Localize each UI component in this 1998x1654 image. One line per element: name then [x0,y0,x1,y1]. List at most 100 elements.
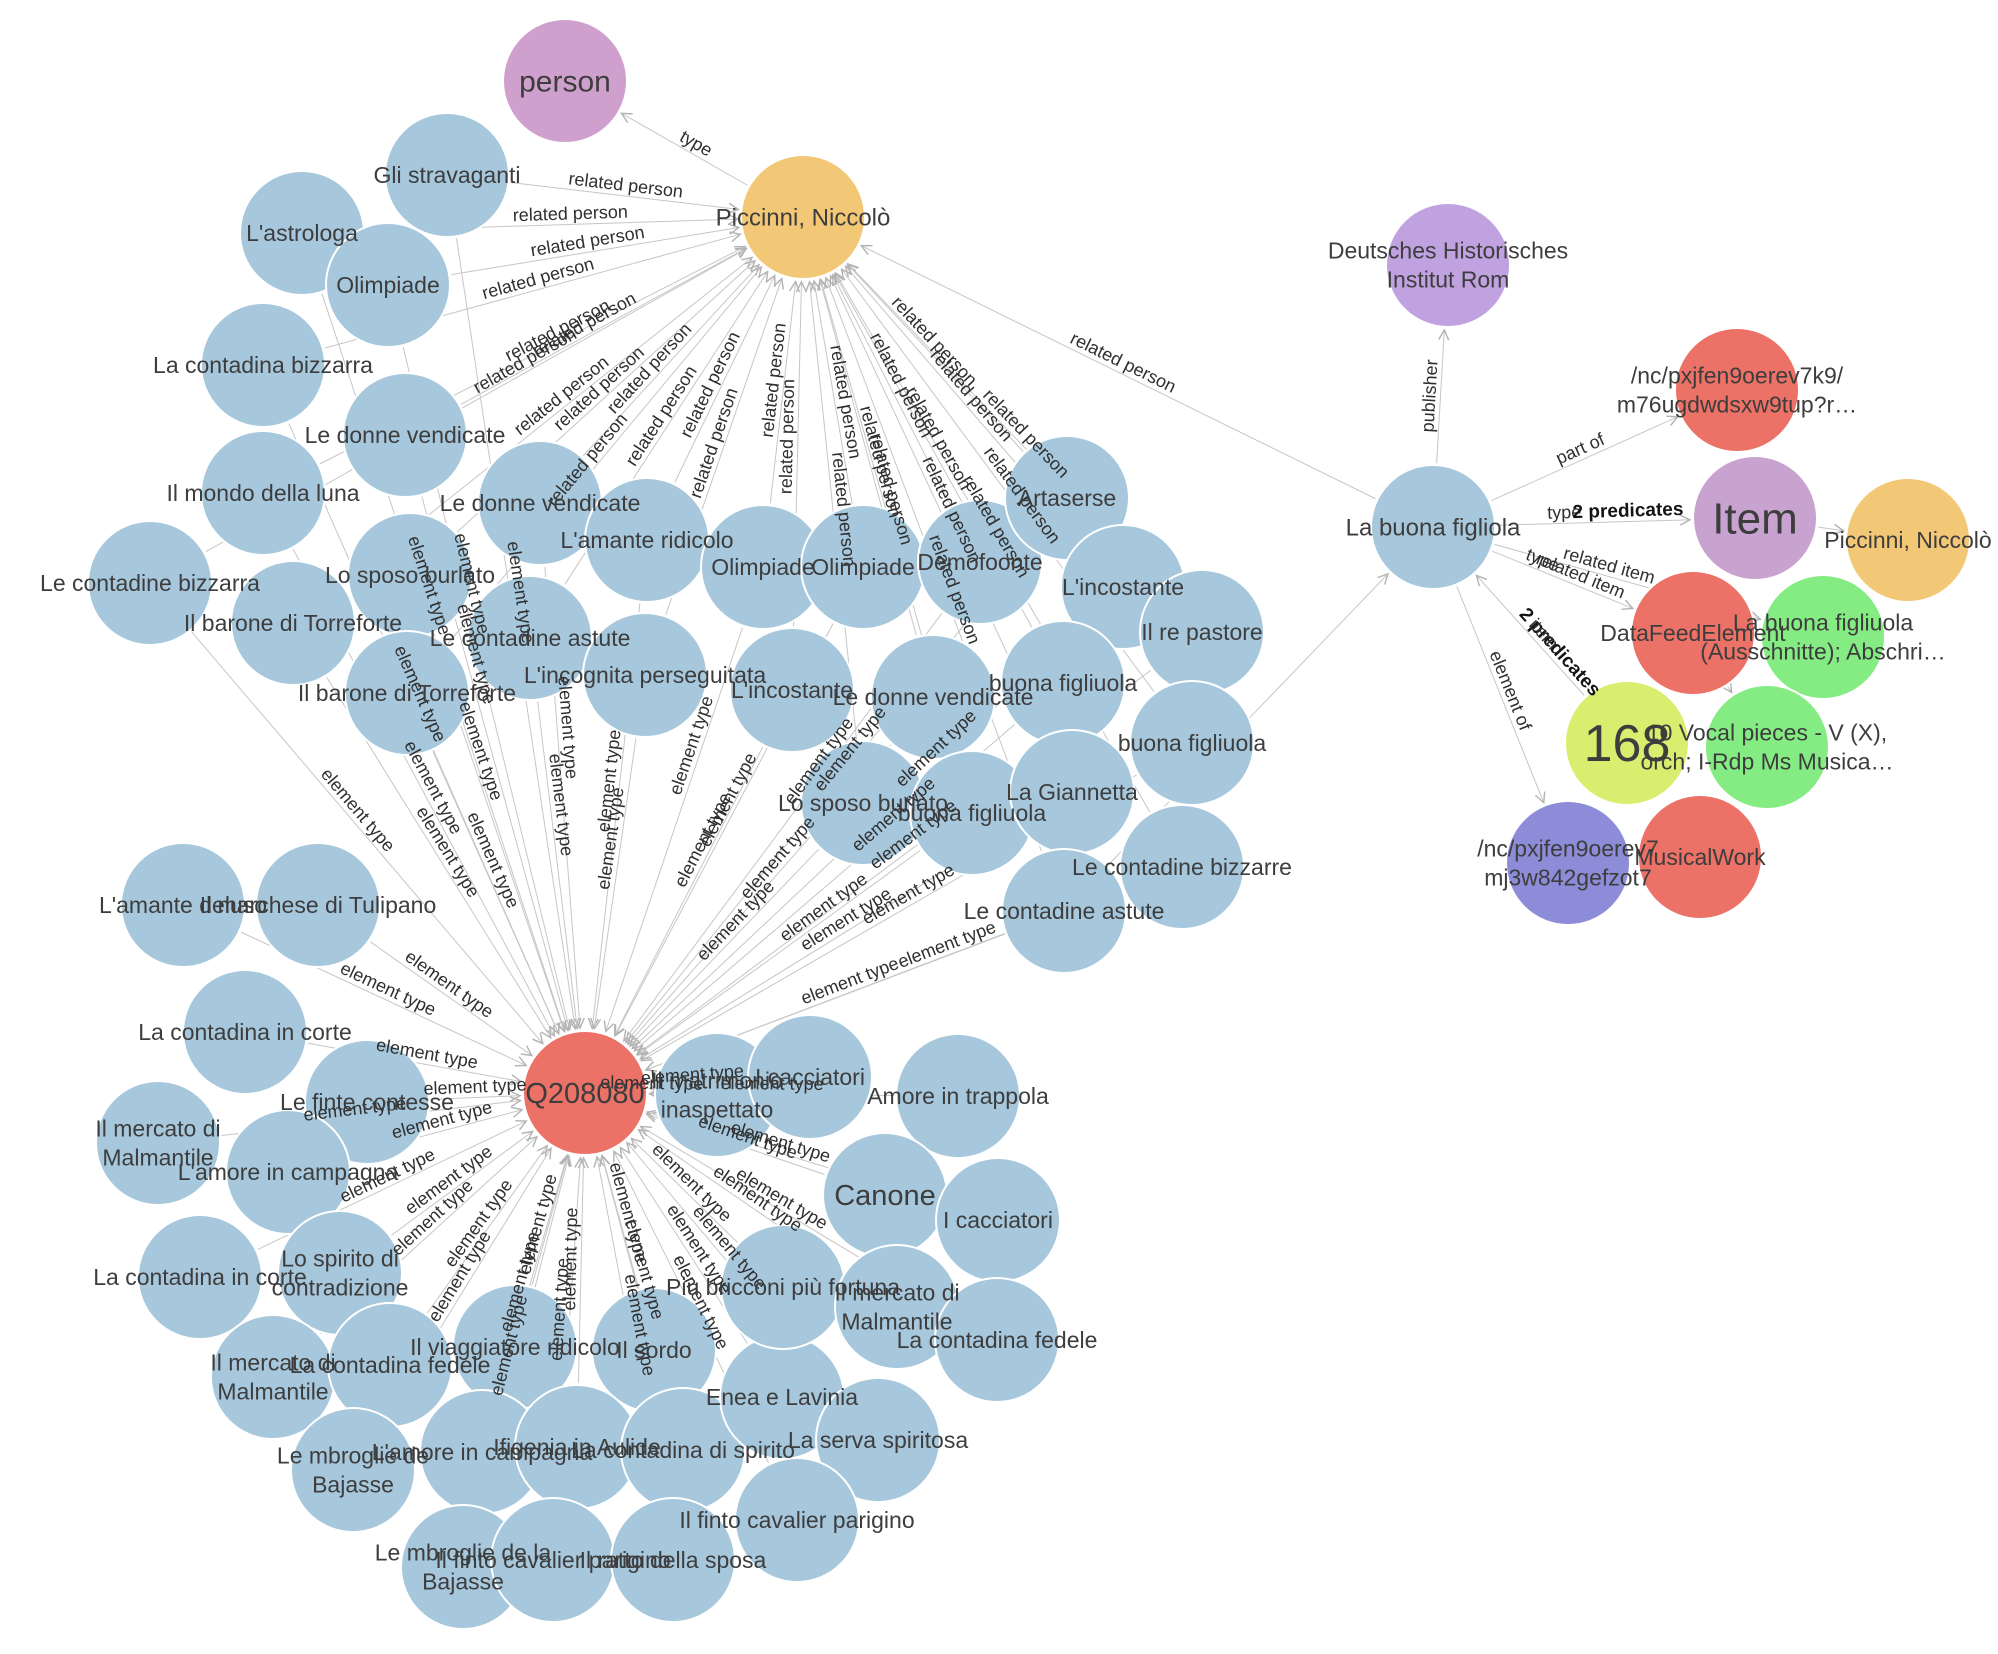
node-le-donne-vendicate[interactable] [342,372,468,498]
node-datafeedelement[interactable] [1630,570,1756,696]
edge-t17-piccinni_top[interactable] [831,273,952,506]
node-168[interactable] [1564,680,1690,806]
node-person[interactable] [502,18,628,144]
edge-label-element-type[interactable]: element type [670,790,735,891]
edge-t16-piccinni_top[interactable] [810,279,853,505]
edge-labuona-red_url[interactable] [1491,415,1680,502]
edge-piccinni_top-person[interactable] [620,112,748,186]
edge-labuona-piccinni_top[interactable] [859,244,1376,500]
edge-label-related-person[interactable]: related person [776,379,799,495]
edge-t11-q208080[interactable] [432,751,560,1036]
edge-datafeed-green2[interactable] [1721,681,1733,694]
node-il-mercato-di[interactable] [95,1080,221,1206]
node-le-contadine-astute[interactable] [1001,848,1127,974]
edge-t18-piccinni_top[interactable] [846,263,1024,452]
node-l-amore-in-campagna[interactable] [225,1109,351,1235]
edge-t11-piccinni_top[interactable] [447,265,763,645]
edge-b4-q208080[interactable] [430,1090,522,1102]
node-la-serva-spiritosa[interactable] [815,1377,941,1503]
node-le-contadine-bizzarra[interactable] [87,520,213,646]
edge-t14-q208080[interactable] [590,738,637,1031]
edge-t26-q208080[interactable] [636,850,921,1056]
node-amore-in-trappola[interactable] [895,1033,1021,1159]
edge-t15-q208080[interactable] [603,627,743,1033]
edge-label-type[interactable]: type [676,126,715,160]
edge-label-element-type[interactable]: element type [736,812,819,903]
edge-t5-piccinni_top[interactable] [460,247,748,405]
edge-label-element-type[interactable]: element type [423,1074,527,1098]
edge-labuona-datafeed[interactable] [1492,550,1635,611]
edge-label-2-predicates[interactable]: 2 predicates [1515,604,1605,701]
node-piccinni-niccol[interactable] [740,154,866,280]
node-il-barone-di-torreforte[interactable] [230,560,356,686]
svg-text:Le contadine astute: Le contadine astute [964,898,1165,924]
node-nc-pxjfen9oerev7k9[interactable] [1674,327,1800,453]
node-i-cacciatori[interactable] [747,1014,873,1140]
edge-label-type[interactable]: type [1547,502,1582,523]
edge-label-related-person[interactable]: related person [826,343,865,460]
edge-b11-q208080[interactable] [531,1154,571,1286]
node-gli-stravaganti[interactable] [384,112,510,238]
node-le-contadine-astute[interactable] [467,575,593,701]
node-nc-pxjfen9oerev7[interactable] [1505,800,1631,926]
node-deutsches-historisches[interactable] [1385,202,1511,328]
node-la-contadina-fedele[interactable] [934,1277,1060,1403]
edge-n168-labuona[interactable] [1475,574,1585,696]
node-la-buona-figliuola[interactable] [1760,574,1886,700]
node-olimpiade[interactable] [325,222,451,348]
edge-b15-q208080[interactable] [577,1156,589,1384]
node-il-marchese-di-tulipano[interactable] [255,842,381,968]
node-10-vocal-pieces-v-x[interactable] [1704,684,1830,810]
edge-label-related-person[interactable]: related person [1067,328,1179,397]
edge-b8-q208080[interactable] [391,1130,534,1236]
edge-label-related-person[interactable]: related person [512,202,628,226]
edge-label-part-of[interactable]: part of [1553,429,1609,469]
node-l-amante-deluso[interactable] [120,842,246,968]
node-item[interactable] [1692,455,1818,581]
node-l-incostante[interactable] [729,627,855,753]
edge-labuona-item[interactable] [1496,514,1692,526]
edge-label-element-type[interactable]: element type [720,1073,823,1094]
edge-label-element-type[interactable]: element type [559,1207,581,1310]
edge-label-related-person[interactable]: related person [567,168,684,201]
edge-b2-q208080[interactable] [370,941,534,1057]
edge-t7-piccinni_top[interactable] [582,263,761,457]
node-l-incognita-perseguitata[interactable] [582,612,708,738]
edge-t12-q208080[interactable] [537,701,582,1031]
edge-b10-q208080[interactable] [426,1144,549,1314]
node-la-contadina-in-corte[interactable] [182,969,308,1095]
edge-t25-q208080[interactable] [628,848,820,1048]
node-la-contadina-in-corte[interactable] [137,1214,263,1340]
node-il-mondo-della-luna[interactable] [200,430,326,556]
node-la-buona-figliola[interactable] [1370,464,1496,590]
node-il-barone-di-torreforte[interactable] [344,630,470,756]
edge-t3-piccinni_top[interactable] [451,223,741,276]
node-le-mbroglie-de[interactable] [290,1407,416,1533]
node-demofoonte[interactable] [917,499,1043,625]
svg-text:Demofoonte: Demofoonte [917,549,1042,575]
edge-labuona-deutsches[interactable] [1436,328,1450,464]
node-label-l-amante-deluso: L'amante deluso [99,892,267,918]
edge-labuona-indigo[interactable] [1456,586,1546,805]
edge-t13-piccinni_top[interactable] [674,274,776,483]
node-piccinni-niccol[interactable] [1845,477,1971,603]
node-le-contadine-bizzarre[interactable] [1119,804,1245,930]
edge-item-piccinni_right[interactable] [1818,523,1846,535]
node-le-donne-vendicate[interactable] [870,634,996,760]
node-il-finto-cavalier-parigino[interactable] [734,1457,860,1583]
node-la-contadina-bizzarra[interactable] [200,302,326,428]
node-musicalwork[interactable] [1637,794,1763,920]
node-il-ratto-della-sposa[interactable] [610,1497,736,1623]
edge-t15-piccinni_top[interactable] [769,280,801,504]
edge-t1-piccinni_top[interactable] [510,182,741,214]
node-q208080[interactable] [522,1030,648,1156]
edge-label-element-type[interactable]: element type [895,917,998,972]
edge-label-element-type[interactable]: element type [600,1072,703,1094]
edge-t21-q208080[interactable] [613,746,764,1037]
edge-label-element-type[interactable]: element type [317,764,399,855]
edge-t8-q208080[interactable] [191,631,544,1045]
edge-label-publisher[interactable]: publisher [1417,359,1441,433]
edge-label-2-predicates[interactable]: 2 predicates [1572,499,1683,523]
edge-b28-q208080[interactable] [630,1137,738,1243]
